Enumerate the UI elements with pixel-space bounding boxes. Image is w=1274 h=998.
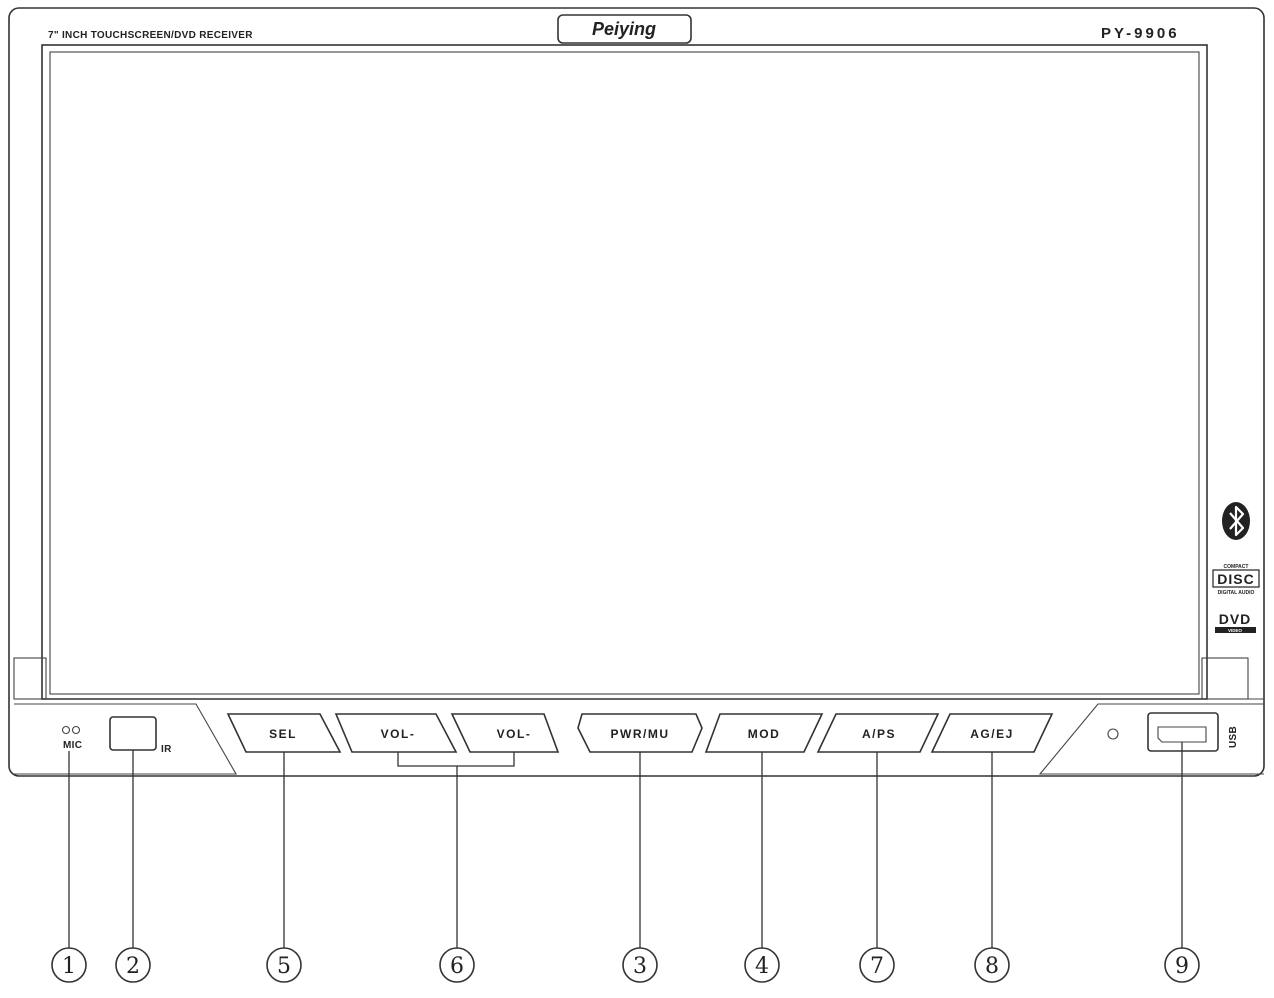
callout-2: 2 <box>115 947 151 983</box>
aps-button-label: A/PS <box>862 727 896 741</box>
callout-9-number: 9 <box>1175 954 1189 979</box>
mic-label: MIC <box>63 740 82 751</box>
sel-button[interactable]: SEL <box>226 713 342 753</box>
callout-5-number: 5 <box>277 954 291 979</box>
bluetooth-icon <box>1222 502 1250 540</box>
callout-4: 4 <box>744 947 780 983</box>
disc-logo-bottom: DIGITAL AUDIO <box>1218 590 1255 596</box>
callout-5: 5 <box>266 947 302 983</box>
callout-7-number: 7 <box>870 954 884 979</box>
dvd-logo-sub: VIDEO <box>1228 628 1243 633</box>
usb-port[interactable] <box>1147 712 1219 752</box>
vol-down-button[interactable]: VOL- <box>334 713 458 753</box>
screen-frame <box>41 44 1208 700</box>
ir-sensor-window <box>109 716 157 751</box>
ag-ej-button-label: AG/EJ <box>970 727 1014 741</box>
callout-2-number: 2 <box>126 954 140 979</box>
callout-1-number: 1 <box>62 954 76 979</box>
right-control-section <box>1038 703 1264 775</box>
disc-logo-top: COMPACT <box>1224 564 1249 570</box>
ir-label: IR <box>161 744 172 755</box>
vol-up-button[interactable]: VOL- <box>450 713 560 753</box>
dvd-video-logo: DVD VIDEO <box>1215 611 1256 633</box>
callout-8-number: 8 <box>985 954 999 979</box>
brand-logo: Peiying <box>592 19 656 39</box>
callout-6: 6 <box>439 947 475 983</box>
brand-badge <box>557 14 692 44</box>
vol-bracket <box>397 752 515 767</box>
right-bracket <box>1201 657 1249 700</box>
vol-up-button-label: VOL- <box>497 727 532 741</box>
dvd-logo-main: DVD <box>1219 611 1252 627</box>
unit-chassis <box>8 7 1265 777</box>
pwr-mu-button[interactable]: PWR/MU <box>577 713 703 753</box>
touchscreen[interactable] <box>49 51 1200 695</box>
vol-down-button-label: VOL- <box>381 727 416 741</box>
model-number: PY-9906 <box>1101 25 1180 42</box>
sel-button-label: SEL <box>269 727 297 741</box>
pwr-mu-button-label: PWR/MU <box>611 727 670 741</box>
callout-1: 1 <box>51 947 87 983</box>
callout-3-number: 3 <box>633 954 647 979</box>
compact-disc-logo: COMPACT DISC DIGITAL AUDIO <box>1212 564 1260 596</box>
usb-label: USB <box>1228 726 1239 748</box>
mod-button-label: MOD <box>748 727 781 741</box>
mic-hole-right <box>71 725 81 735</box>
aps-button[interactable]: A/PS <box>816 713 940 753</box>
left-control-section <box>14 703 237 775</box>
callout-3: 3 <box>622 947 658 983</box>
callout-4-number: 4 <box>755 954 769 979</box>
callout-9: 9 <box>1164 947 1200 983</box>
disc-logo-main: DISC <box>1217 571 1254 587</box>
callout-7: 7 <box>859 947 895 983</box>
reset-hole[interactable] <box>1107 728 1119 740</box>
callout-6-number: 6 <box>450 954 464 979</box>
mod-button[interactable]: MOD <box>704 713 824 753</box>
subtitle-text: 7" INCH TOUCHSCREEN/DVD RECEIVER <box>48 30 253 41</box>
callout-8: 8 <box>974 947 1010 983</box>
ag-ej-button[interactable]: AG/EJ <box>930 713 1054 753</box>
mic-hole-left <box>61 725 71 735</box>
